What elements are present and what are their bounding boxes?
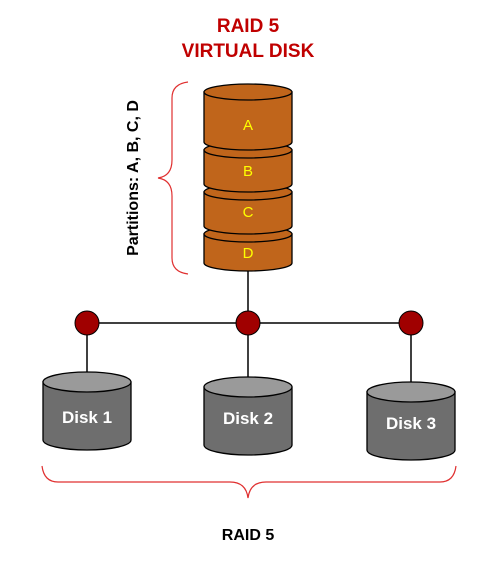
title-line-1: RAID 5	[217, 16, 280, 37]
partition-label-d: D	[243, 245, 254, 262]
partition-label-b: B	[243, 163, 253, 180]
virtual-disk-stack: D C B A	[203, 83, 293, 272]
disk-3: Disk 3	[366, 381, 456, 461]
disk-3-label: Disk 3	[386, 414, 436, 433]
junction-node-3	[398, 310, 424, 336]
disk-1-label: Disk 1	[62, 408, 112, 427]
raid-brace	[41, 465, 457, 499]
junction-node-2	[235, 310, 261, 336]
partitions-brace	[157, 81, 189, 275]
disk-2-label: Disk 2	[223, 409, 273, 428]
junction-nodes	[74, 310, 424, 336]
title-line-2: VIRTUAL DISK	[182, 41, 315, 62]
partition-label-a: A	[243, 117, 253, 134]
partition-a: A	[203, 83, 293, 151]
raid-label: RAID 5	[222, 527, 275, 544]
partition-label-c: C	[243, 204, 254, 221]
junction-node-1	[74, 310, 100, 336]
disk-2: Disk 2	[203, 376, 293, 456]
disk-1: Disk 1	[42, 371, 132, 451]
partitions-label: Partitions: A, B, C, D	[125, 100, 142, 256]
